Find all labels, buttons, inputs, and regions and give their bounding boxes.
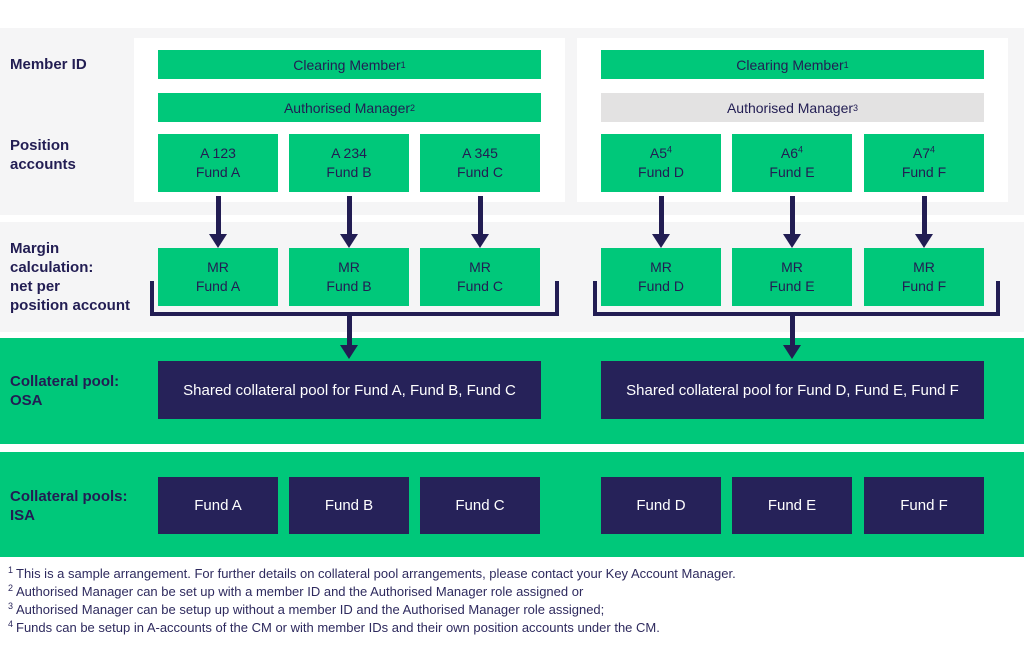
account-fund: Fund D <box>638 164 684 180</box>
account-id: A 345 <box>462 145 498 161</box>
position-account-box: A54 Fund D <box>601 134 721 192</box>
margin-requirement-box: MR Fund B <box>289 248 409 306</box>
clearing-member-text: Clearing Member <box>293 56 401 73</box>
account-fund: Fund F <box>901 164 947 180</box>
down-arrow-icon <box>783 196 801 248</box>
isa-pool-box: Fund D <box>601 477 721 534</box>
footnote-ref-4: 4 <box>798 144 804 155</box>
isa-pool-box: Fund C <box>420 477 540 534</box>
collateral-pools-isa-label: Collateral pools: ISA <box>10 488 128 524</box>
shared-pool-box: Shared collateral pool for Fund D, Fund … <box>601 361 984 419</box>
bracket-left <box>150 281 559 316</box>
down-arrow-icon <box>652 196 670 248</box>
isa-pool-box: Fund B <box>289 477 409 534</box>
account-id: A54 <box>649 144 673 161</box>
bracket-right <box>593 281 1000 316</box>
account-fund: Fund E <box>769 164 815 180</box>
isa-pool-box: Fund A <box>158 477 278 534</box>
position-account-box: A 345 Fund C <box>420 134 540 192</box>
down-arrow-icon <box>471 196 489 248</box>
authorised-manager-text: Authorised Manager <box>726 99 854 116</box>
position-account-box: A 123 Fund A <box>158 134 278 192</box>
margin-calculation-label: Margin calculation: net per position acc… <box>10 240 130 314</box>
isa-pool-box: Fund F <box>864 477 984 534</box>
collateral-pool-osa-label: Collateral pool: OSA <box>10 373 120 409</box>
account-id: A74 <box>912 144 936 161</box>
account-fund: Fund A <box>195 164 241 180</box>
down-arrow-icon <box>915 196 933 248</box>
account-fund: Fund B <box>326 164 372 180</box>
member-id-label: Member ID <box>10 56 87 73</box>
position-account-box: A74 Fund F <box>864 134 984 192</box>
down-arrow-icon <box>340 196 358 248</box>
clearing-member-text: Clearing Member <box>736 56 844 73</box>
isa-pool-box: Fund E <box>732 477 852 534</box>
down-arrow-icon <box>783 312 801 359</box>
account-fund: Fund C <box>457 164 503 180</box>
margin-requirement-box: MR Fund F <box>864 248 984 306</box>
margin-requirement-box: MR Fund D <box>601 248 721 306</box>
position-account-box: A64 Fund E <box>732 134 852 192</box>
position-account-box: A 234 Fund B <box>289 134 409 192</box>
account-id: A 123 <box>200 145 236 161</box>
footnote-ref-4: 4 <box>930 144 936 155</box>
margin-requirement-box: MR Fund C <box>420 248 540 306</box>
down-arrow-icon <box>340 312 358 359</box>
account-id: A64 <box>780 144 804 161</box>
account-id: A 234 <box>331 145 367 161</box>
position-accounts-label: Position accounts <box>10 137 76 173</box>
down-arrow-icon <box>209 196 227 248</box>
margin-requirement-box: MR Fund A <box>158 248 278 306</box>
authorised-manager-text: Authorised Manager <box>283 99 411 116</box>
footnote-ref-4: 4 <box>667 144 673 155</box>
shared-pool-box: Shared collateral pool for Fund A, Fund … <box>158 361 541 419</box>
margin-requirement-box: MR Fund E <box>732 248 852 306</box>
